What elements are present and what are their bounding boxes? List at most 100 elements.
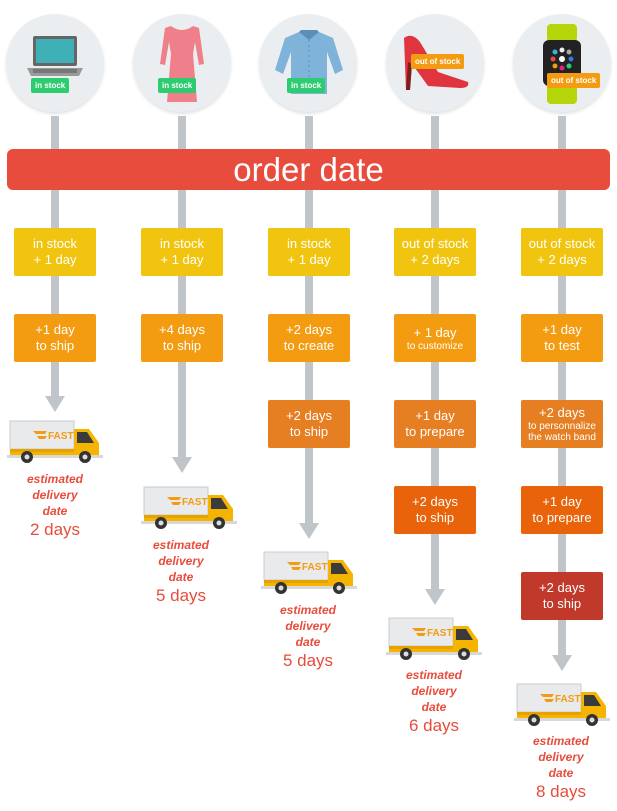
estimate-label: estimated [26, 472, 84, 486]
connector-line [305, 190, 313, 228]
step-line: + 1 day [413, 324, 457, 340]
estimate-label: estimated [279, 603, 337, 617]
connector-line [558, 534, 566, 572]
step-line: to prepare [532, 510, 592, 525]
step-box: in stock + 1 day [268, 228, 350, 276]
step-line: +4 days [159, 322, 205, 337]
estimate-days: 6 days [408, 716, 460, 735]
estimate-days: 2 days [29, 520, 81, 539]
step-line: +1 day [542, 322, 582, 337]
connector-line [431, 116, 439, 149]
step-line: to ship [542, 596, 582, 611]
connector-line [558, 190, 566, 228]
product-circle-watch: out of stock [513, 14, 611, 112]
stock-badge: in stock [31, 78, 70, 93]
arrow-down-icon [299, 523, 319, 539]
connector-line [431, 448, 439, 486]
estimated-delivery: estimated delivery date 8 days [506, 733, 616, 802]
connector-line [558, 448, 566, 486]
connector-line [51, 190, 59, 228]
step-box: +4 days to ship [141, 314, 223, 362]
connector-line [558, 276, 566, 314]
step-box: in stock + 1 day [141, 228, 223, 276]
step-line: +2 days [539, 580, 585, 595]
connector-line [558, 116, 566, 149]
step-line: + 1 day [160, 252, 204, 267]
delivery-truck-icon [261, 548, 357, 596]
step-box: +2 days to ship [394, 486, 476, 534]
step-box: out of stock + 2 days [521, 228, 603, 276]
connector-line [431, 276, 439, 314]
delivery-truck-icon [7, 417, 103, 465]
estimate-label: delivery [411, 684, 457, 698]
connector-line [178, 276, 186, 314]
step-line: + 1 day [33, 252, 77, 267]
step-box: out of stock + 2 days [394, 228, 476, 276]
stock-badge: out of stock [547, 73, 601, 88]
step-line: + 1 day [287, 252, 331, 267]
estimate-label: estimated [532, 734, 590, 748]
step-line: +2 days [286, 408, 332, 423]
step-box: +1 day to prepare [521, 486, 603, 534]
connector-line [431, 190, 439, 228]
product-circle-dress: in stock [133, 14, 231, 112]
step-box: +1 day to test [521, 314, 603, 362]
stock-badge: out of stock [411, 54, 465, 69]
step-box: +2 days to personnalize the watch band [521, 400, 603, 448]
step-line: +2 days [412, 494, 458, 509]
stock-badge: in stock [287, 78, 326, 93]
estimate-label: date [295, 635, 321, 649]
connector-line [558, 620, 566, 656]
connector-line [178, 190, 186, 228]
step-box: +2 days to create [268, 314, 350, 362]
estimate-label: delivery [538, 750, 584, 764]
step-line: in stock [32, 236, 78, 251]
product-circle-shoe: out of stock [386, 14, 484, 112]
estimate-label: delivery [158, 554, 204, 568]
step-line: the watch band [528, 432, 596, 443]
delivery-truck-icon [141, 483, 237, 531]
step-line: + 2 days [537, 252, 587, 267]
connector-line [305, 116, 313, 149]
connector-line [558, 362, 566, 400]
delivery-truck-icon [514, 680, 610, 728]
estimated-delivery: estimated delivery date 5 days [253, 602, 363, 671]
estimate-days: 5 days [155, 586, 207, 605]
estimate-label: estimated [152, 538, 210, 552]
estimated-delivery: estimated delivery date 6 days [379, 667, 489, 736]
estimate-label: delivery [285, 619, 331, 633]
delivery-truck-icon [386, 614, 482, 662]
estimate-label: date [421, 700, 447, 714]
connector-line [51, 276, 59, 314]
step-line: to prepare [405, 424, 465, 439]
step-line: out of stock [401, 236, 469, 251]
step-line: + 2 days [410, 252, 460, 267]
estimate-days: 8 days [535, 782, 587, 801]
arrow-down-icon [172, 457, 192, 473]
connector-line [178, 116, 186, 149]
connector-line [178, 362, 186, 458]
stock-badge: in stock [158, 78, 197, 93]
step-line: to customize [406, 340, 464, 352]
connector-line [305, 448, 313, 524]
arrow-down-icon [552, 655, 572, 671]
step-line: +1 day [542, 494, 582, 509]
arrow-down-icon [45, 396, 65, 412]
step-line: in stock [286, 236, 332, 251]
step-line: in stock [159, 236, 205, 251]
product-circle-laptop: in stock [6, 14, 104, 112]
estimate-label: date [42, 504, 68, 518]
step-line: to ship [35, 338, 75, 353]
connector-line [51, 362, 59, 396]
connector-line [305, 362, 313, 400]
step-box: +1 day to ship [14, 314, 96, 362]
estimate-label: delivery [32, 488, 78, 502]
connector-line [305, 276, 313, 314]
estimate-label: date [168, 570, 194, 584]
connector-line [51, 116, 59, 149]
step-line: to ship [289, 424, 329, 439]
estimate-label: date [548, 766, 574, 780]
connector-line [431, 534, 439, 590]
step-line: to test [544, 338, 580, 353]
step-line: to personnalize [528, 421, 596, 432]
